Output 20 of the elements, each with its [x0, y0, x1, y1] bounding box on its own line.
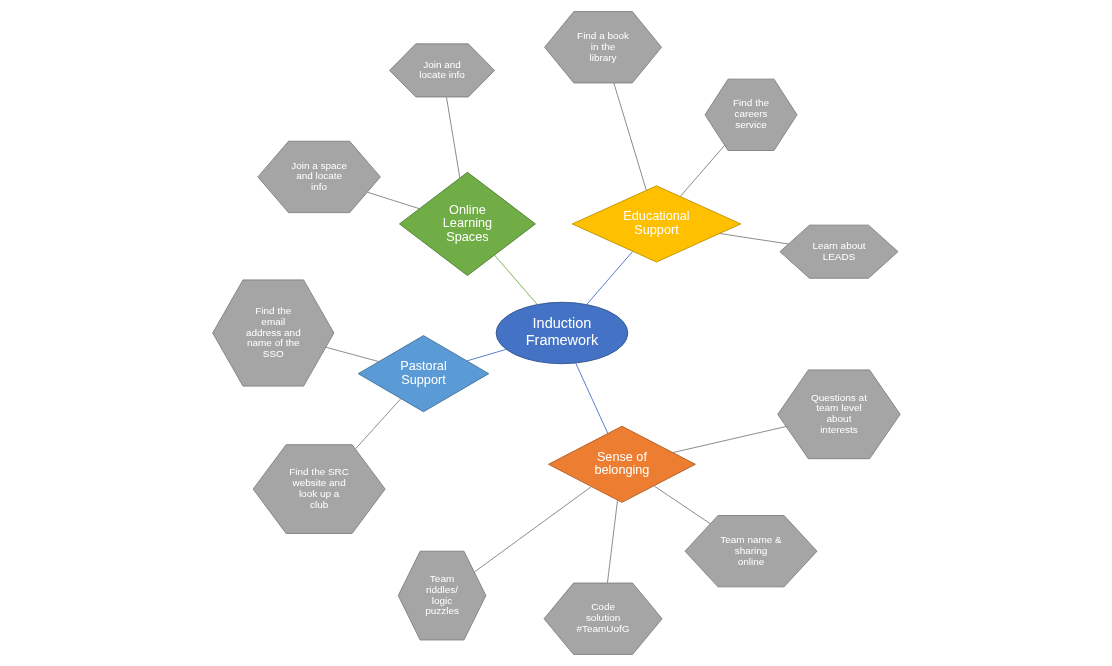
connector [585, 251, 633, 305]
connector [466, 348, 506, 362]
connector [325, 346, 379, 363]
node-diamond: Pastoral Support [357, 335, 489, 413]
node-ellipse: Induction Framework [495, 301, 628, 365]
node-diamond: Sense of belonging [547, 425, 696, 503]
connector [354, 398, 401, 450]
connector [606, 499, 618, 584]
connector [612, 82, 647, 191]
connector [445, 96, 460, 179]
connector [574, 362, 608, 434]
connector [671, 426, 787, 454]
connector [366, 191, 420, 210]
connector [493, 254, 538, 305]
node-diamond: Educational Support [571, 185, 741, 263]
connector [473, 486, 592, 573]
connector [679, 144, 725, 197]
node-diamond: Online Learning Spaces [398, 171, 536, 276]
connector [718, 233, 789, 245]
connector [653, 485, 711, 525]
